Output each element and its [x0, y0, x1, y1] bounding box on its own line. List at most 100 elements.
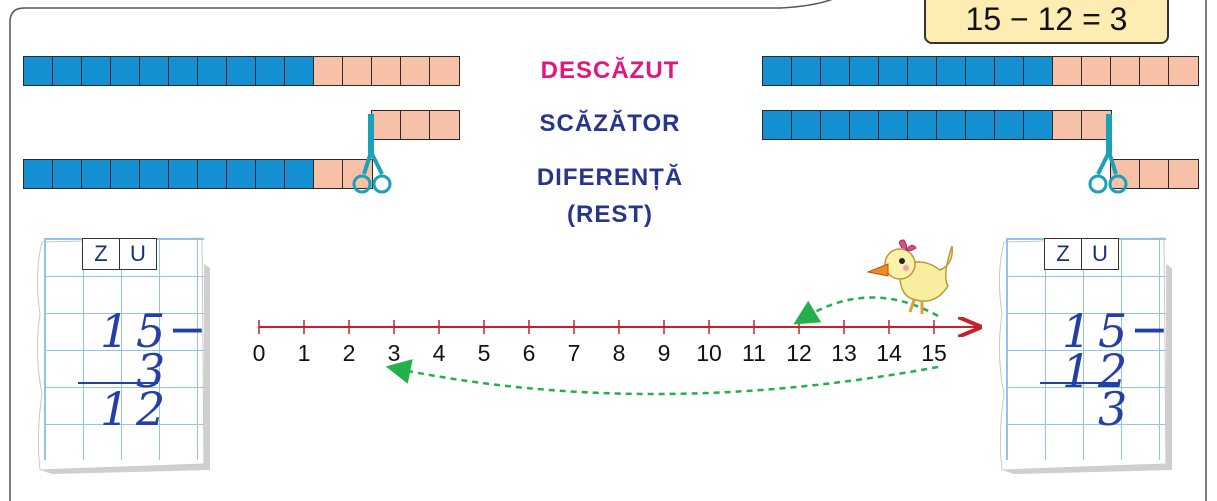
right-header-z: Z — [1045, 239, 1082, 269]
bar-unit-blue — [879, 111, 908, 139]
bar-unit-blue — [821, 111, 850, 139]
bar-unit-pink — [1053, 57, 1082, 85]
duck-illustration — [866, 239, 953, 314]
bar-unit-pink — [1140, 57, 1169, 85]
bar-unit-blue — [111, 57, 140, 85]
number-line-tick-label: 2 — [342, 340, 356, 366]
left-zu-header: Z U — [82, 238, 157, 270]
bar-unit-pink — [430, 111, 459, 139]
equation-equals: = — [1082, 1, 1101, 37]
right-header-u: U — [1092, 241, 1108, 266]
left-header-u: U — [130, 241, 146, 266]
right-sheet-grid — [1006, 238, 1166, 460]
bar-unit-pink — [401, 111, 430, 139]
bar-unit-blue — [256, 160, 285, 188]
bar-unit-blue — [53, 57, 82, 85]
bar-unit-blue — [792, 57, 821, 85]
bar-unit-pink — [1111, 57, 1140, 85]
bar-unit-blue — [53, 160, 82, 188]
bar-unit-blue — [198, 160, 227, 188]
right-digit-r2-u: 2 — [1098, 344, 1128, 398]
left-sheet-grid — [44, 238, 204, 460]
bar-unit-blue — [908, 111, 937, 139]
left-notebook-sheet: Z U 1 5 − 3 1 2 — [36, 237, 210, 474]
bar-unit-blue — [995, 57, 1024, 85]
bar-unit-blue — [792, 111, 821, 139]
bar-unit-blue — [937, 57, 966, 85]
bar-unit-blue — [937, 111, 966, 139]
left-minus-sign: − — [168, 302, 207, 356]
bar-unit-blue — [82, 160, 111, 188]
right-minuend-bar — [762, 56, 1199, 86]
left-digit-r3-u: 2 — [136, 382, 166, 436]
bar-unit-blue — [140, 160, 169, 188]
bar-unit-blue — [169, 57, 198, 85]
subtrahend-label: SCĂZĂTOR — [539, 110, 681, 137]
equation-operator: − — [1010, 1, 1029, 37]
equation-b: 12 — [1037, 1, 1074, 37]
bar-unit-pink — [1053, 111, 1082, 139]
number-line-tick-label: 13 — [831, 340, 857, 366]
right-scissors-icon — [1088, 114, 1128, 194]
jump-arrow-short — [793, 296, 939, 325]
number-line-tick-label: 6 — [522, 340, 536, 366]
bar-unit-pink — [372, 57, 401, 85]
difference-rest-label: (REST) — [567, 201, 653, 228]
bar-unit-blue — [966, 57, 995, 85]
left-digit-r1-u: 5 — [136, 304, 166, 358]
bar-unit-blue — [140, 57, 169, 85]
number-line-tick-label: 10 — [696, 340, 722, 366]
right-subtrahend-bar — [762, 110, 1112, 140]
bar-unit-blue — [111, 160, 140, 188]
number-line-tick-label: 14 — [876, 340, 902, 366]
bar-unit-pink — [430, 57, 459, 85]
right-digit-r3-u: 3 — [1098, 382, 1128, 436]
bar-unit-pink — [1169, 160, 1198, 188]
equation-a: 15 — [965, 1, 1002, 37]
bar-unit-blue — [995, 111, 1024, 139]
bar-unit-blue — [879, 57, 908, 85]
bar-unit-blue — [256, 57, 285, 85]
bar-unit-pink — [314, 57, 343, 85]
number-line-tick-label: 4 — [432, 340, 446, 366]
bar-unit-pink — [401, 57, 430, 85]
bar-unit-pink — [343, 57, 372, 85]
bar-unit-pink — [1140, 160, 1169, 188]
bar-unit-blue — [24, 160, 53, 188]
bar-unit-blue — [227, 160, 256, 188]
bar-unit-blue — [24, 57, 53, 85]
bar-unit-blue — [285, 57, 314, 85]
bar-unit-blue — [908, 57, 937, 85]
bar-unit-pink — [314, 160, 343, 188]
right-digit-r1-z: 1 — [1062, 304, 1092, 358]
number-line-tick-label: 7 — [567, 340, 581, 366]
bar-unit-blue — [227, 57, 256, 85]
difference-label: DIFERENȚĂ — [536, 164, 684, 191]
number-line-tick-label: 8 — [612, 340, 626, 366]
bar-unit-pink — [1169, 57, 1198, 85]
left-digit-r1-z: 1 — [100, 304, 130, 358]
right-minus-sign: − — [1130, 302, 1169, 356]
equation-result: 3 — [1109, 1, 1128, 37]
bar-unit-blue — [850, 111, 879, 139]
left-scissors-icon — [352, 114, 392, 194]
right-result-line — [1040, 382, 1120, 384]
number-line-tick-label: 12 — [786, 340, 812, 366]
left-header-z: Z — [83, 239, 120, 269]
bar-unit-blue — [1024, 111, 1053, 139]
left-digit-r2-u: 3 — [136, 344, 166, 398]
left-subtrahend-bar — [371, 110, 460, 140]
bar-unit-blue — [285, 160, 314, 188]
number-line-tick-label: 3 — [387, 340, 401, 366]
number-line-tick-label: 9 — [657, 340, 671, 366]
number-line-tick-label: 11 — [742, 340, 766, 366]
right-zu-header: Z U — [1044, 238, 1119, 270]
number-line-tick-label: 0 — [252, 340, 266, 366]
number-line-tick-label: 15 — [921, 340, 947, 366]
left-digit-r3-z: 1 — [100, 382, 130, 436]
left-minuend-bar — [23, 56, 460, 86]
bar-unit-blue — [169, 160, 198, 188]
